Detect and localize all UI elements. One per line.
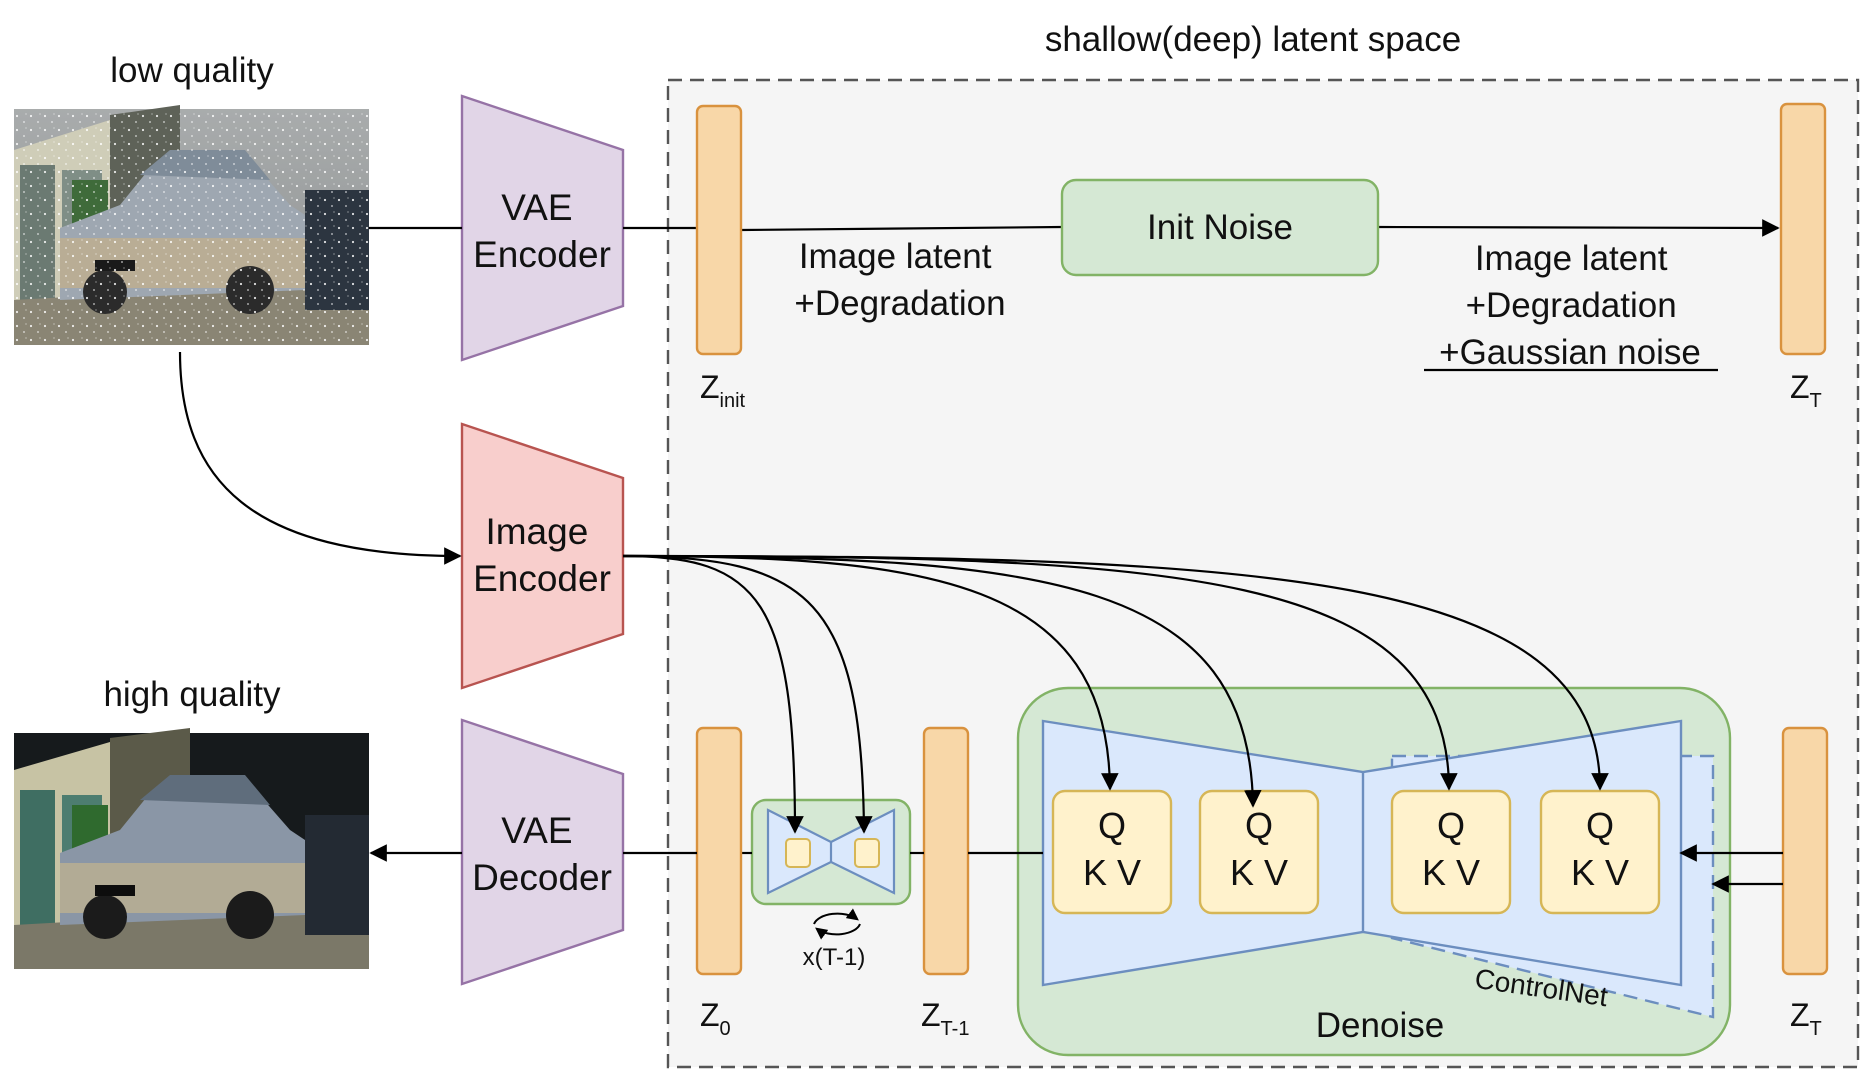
edge-zinit-to-init-noise <box>740 225 1063 232</box>
edge-cond-loop-2 <box>622 554 873 834</box>
edge-cond-qkv-4 <box>622 554 1609 791</box>
vae-encoder-label: VAE Encoder <box>473 187 611 275</box>
svg-text:K V: K V <box>1230 852 1288 893</box>
qkv-block-2: Q K V <box>1198 789 1320 915</box>
z-0-block <box>695 726 743 976</box>
low-quality-label: low quality <box>110 51 274 90</box>
svg-text:K V: K V <box>1083 852 1141 893</box>
image-encoder-label: Image Encoder <box>473 511 611 599</box>
right-annotation: Image latent +Degradation +Gaussian nois… <box>1439 239 1701 372</box>
loop-cycle-icon <box>813 908 861 940</box>
z-T-minus-1-label: ZT-1 <box>921 997 969 1040</box>
vae-encoder-shape <box>460 94 625 362</box>
high-quality-image <box>14 728 369 969</box>
denoise-label: Denoise <box>1316 1006 1444 1045</box>
vae-decoder-label: VAE Decoder <box>472 810 612 898</box>
loop-label: x(T-1) <box>803 944 866 971</box>
latent-space-title: shallow(deep) latent space <box>1045 20 1461 59</box>
qkv-block-3: Q K V <box>1390 789 1512 915</box>
svg-text:Q: Q <box>1098 805 1126 846</box>
image-encoder-shape <box>460 422 625 690</box>
qkv-block-4: Q K V <box>1539 789 1661 915</box>
svg-text:K V: K V <box>1422 852 1480 893</box>
z-init-block <box>695 104 743 356</box>
vae-decoder-shape <box>460 718 625 986</box>
z-0-label: Z0 <box>700 997 731 1040</box>
svg-text:Q: Q <box>1586 805 1614 846</box>
edge-image-to-image-encoder <box>178 351 462 565</box>
z-T-bottom-block <box>1781 726 1829 976</box>
svg-text:Q: Q <box>1437 805 1465 846</box>
loop-block-1 <box>785 838 811 868</box>
z-T-top-label: ZT <box>1790 369 1822 412</box>
svg-text:Q: Q <box>1245 805 1273 846</box>
z-T-bottom-label: ZT <box>1790 997 1822 1040</box>
qkv-block-1: Q K V <box>1051 789 1173 915</box>
edge-cond-loop-1 <box>622 554 804 834</box>
edge-init-noise-to-zT <box>1377 219 1780 237</box>
low-quality-image <box>14 105 369 345</box>
init-noise-box <box>1060 178 1380 277</box>
z-T-minus-1-block <box>922 726 970 976</box>
z-init-label: Zinit <box>700 369 746 412</box>
z-T-top-block <box>1779 102 1827 356</box>
left-annotation: Image latent +Degradation <box>794 237 1005 323</box>
loop-block-2 <box>854 838 880 868</box>
high-quality-label: high quality <box>103 675 281 714</box>
init-noise-label: Init Noise <box>1147 208 1293 247</box>
svg-text:K V: K V <box>1571 852 1629 893</box>
edge-cond-qkv-2 <box>622 554 1262 808</box>
